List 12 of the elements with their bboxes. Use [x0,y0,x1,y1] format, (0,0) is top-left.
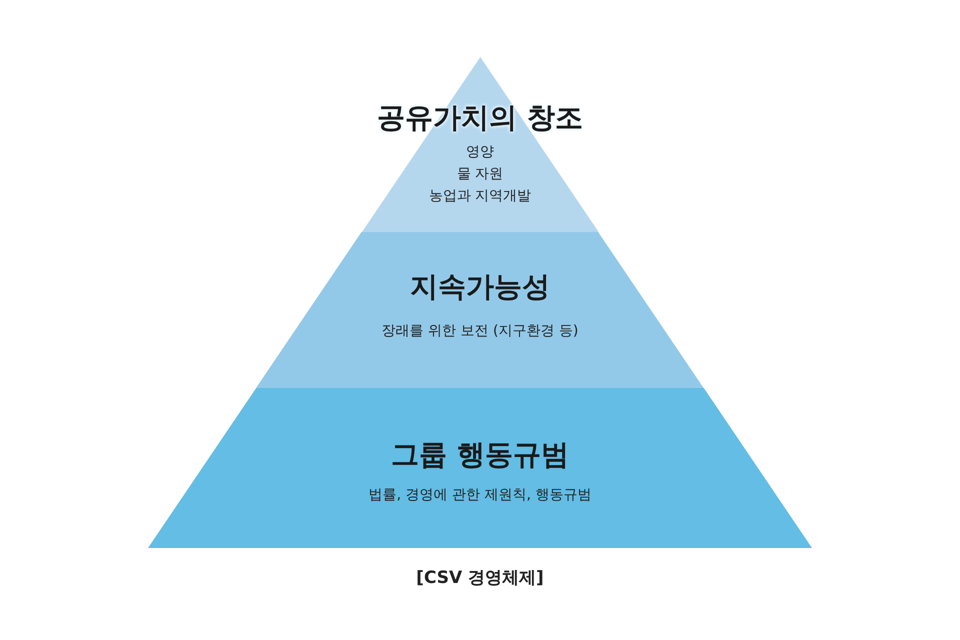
level-heading: 그룹 행동규범 [391,437,569,473]
pyramid-level [148,388,812,548]
level-text: 농업과 지역개발 [428,187,532,206]
level-heading: 지속가능성 [410,269,550,305]
level-text: 장래를 위한 보전 (지구환경 등) [382,322,578,341]
caption: [CSV 경영체제] [415,567,545,589]
level-text: 영양 [466,143,494,162]
level-text: 법률, 경영에 관한 제원칙, 행동규범 [368,486,592,505]
pyramid-level [256,232,704,388]
level-heading: 공유가치의 창조 [377,100,583,136]
level-text: 물 자원 [456,165,504,184]
pyramid-level [362,57,598,232]
